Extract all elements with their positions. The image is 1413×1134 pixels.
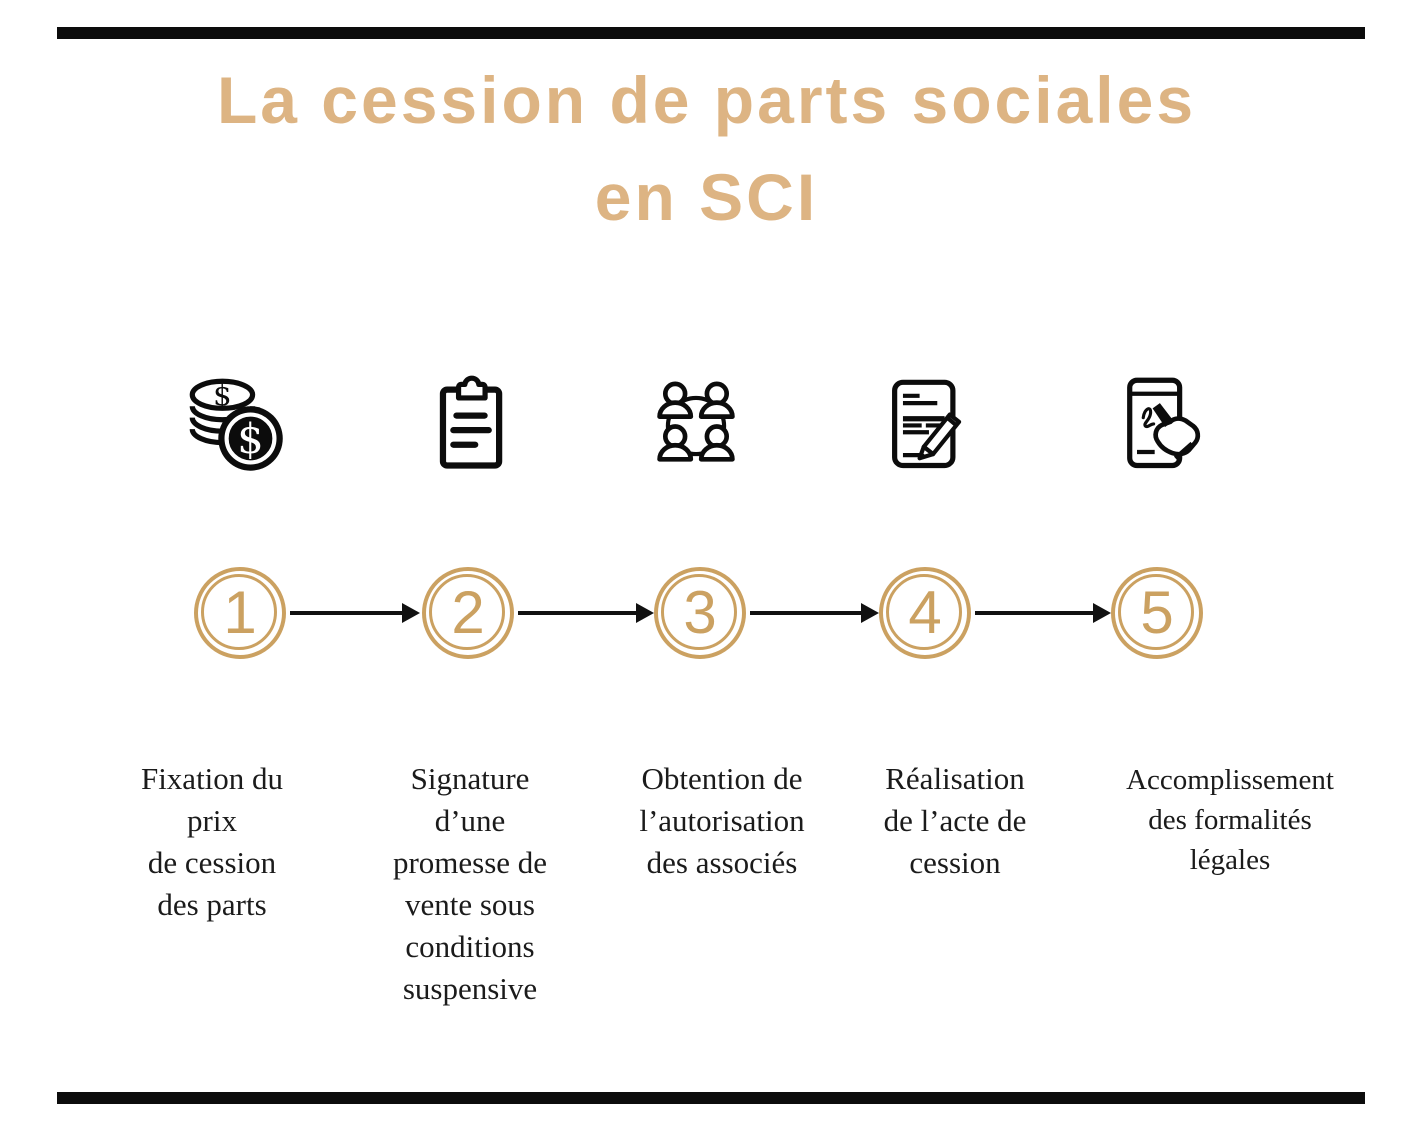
step-label-line: Fixation du [140,761,284,796]
step-label-line: d’une [434,803,506,838]
step-label-line: légales [1189,844,1271,876]
step-number-4: 4 [908,579,942,646]
step-label-1: Fixation du prix de cession des parts [82,758,342,926]
step-label-5: Accomplissement des formalités légales [1080,760,1380,880]
step-label-line: l’autorisation [639,803,805,838]
top-divider-bar [57,27,1365,39]
step-label-3: Obtention de l’autorisation des associés [582,758,862,884]
step-label-line: de l’acte de [883,803,1027,838]
meeting-people-icon [657,381,735,462]
step-label-line: conditions [405,929,535,964]
bottom-divider-bar [57,1092,1365,1104]
page-title: La cession de parts sociales en SCI [0,52,1413,246]
step-circle-1: 1 [194,567,286,659]
arrow-step3-step4 [750,603,879,623]
step-number-3: 3 [683,579,717,646]
step-label-line: Signature [410,761,530,796]
arrow-step1-step2 [290,603,420,623]
arrow-step4-step5 [975,603,1111,623]
dollar-coins-icon: $ $ [189,378,283,471]
step-number-2: 2 [451,579,485,646]
step-label-line: Accomplissement [1126,764,1334,796]
step-circle-inner-ring [661,574,737,650]
step-circle-3: 3 [654,567,746,659]
step-circle-5: 5 [1111,567,1203,659]
step-circle-inner-ring [201,574,277,650]
step-label-line: des parts [157,887,267,922]
step-label-line: Réalisation [885,761,1025,796]
step-number-5: 5 [1140,579,1174,646]
step-label-line: prix [187,803,237,838]
step-circle-4: 4 [879,567,971,659]
step-label-line: de cession [147,845,277,880]
svg-text:$: $ [213,378,232,412]
step-label-4: Réalisation de l’acte de cession [835,758,1075,884]
step-label-line: des formalités [1148,804,1312,836]
step-label-line: cession [909,845,1001,880]
step-circle-2: 2 [422,567,514,659]
step-label-2: Signature d’une promesse de vente sous c… [340,758,600,1010]
step-circle-inner-ring [429,574,505,650]
step-label-line: promesse de [392,845,548,880]
step-label-line: vente sous [404,887,535,922]
document-pen-icon [892,379,962,469]
arrow-step2-step3 [518,603,654,623]
step-label-line: des associés [646,845,798,880]
page-title-line-2: en SCI [594,160,819,234]
tablet-signature-icon [1127,377,1201,469]
step-circle-inner-ring [886,574,962,650]
clipboard-icon [439,375,503,469]
page-title-line-1: La cession de parts sociales [216,63,1197,137]
step-circle-inner-ring [1118,574,1194,650]
step-number-1: 1 [223,579,257,646]
step-label-line: Obtention de [641,761,803,796]
svg-text:$: $ [237,414,263,463]
step-label-line: suspensive [402,971,538,1006]
